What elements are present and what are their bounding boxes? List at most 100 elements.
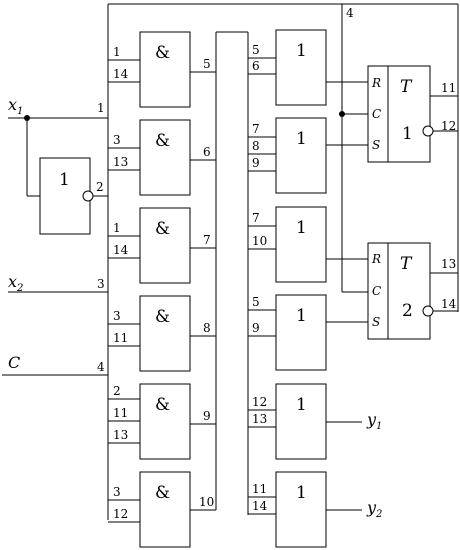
or-gate-box [275, 29, 327, 106]
svg-text:y2: y2 [366, 498, 382, 520]
and-input-number: 13 [113, 428, 128, 442]
or-input-number: 10 [252, 234, 267, 248]
trigger-2-pin-s: S [372, 315, 380, 329]
or-input-number: 5 [252, 295, 260, 309]
and-input-number: 1 [113, 45, 121, 59]
and-output-number: 6 [203, 145, 211, 159]
x1-label: x [8, 95, 17, 114]
y2-label: y [366, 498, 377, 517]
y1-label-sub: 1 [376, 421, 382, 432]
inverter-box [39, 157, 91, 235]
and-gate-box [139, 471, 191, 548]
x1-line-number: 1 [97, 101, 105, 115]
and-input-number: 3 [113, 485, 121, 499]
and-input-number: 13 [113, 155, 128, 169]
trigger-1-pin-s: S [372, 138, 380, 152]
inverter-symbol: 1 [59, 170, 70, 190]
or-input-number: 7 [252, 122, 260, 136]
trigger-1-inv-output-number: 12 [441, 119, 456, 133]
or-gate-symbol: 1 [296, 306, 307, 326]
trigger-2-box [367, 242, 431, 340]
and-gate-box [139, 119, 191, 196]
trigger-1-pin-r: R [371, 76, 381, 90]
or-input-number: 5 [252, 43, 260, 57]
or-gate-symbol: 1 [296, 129, 307, 149]
trigger-2-inv-output-number: 14 [441, 297, 457, 311]
and-input-number: 2 [113, 384, 121, 398]
and-output-number: 7 [203, 233, 211, 247]
and-input-number: 11 [113, 406, 128, 420]
or-gate-box [275, 383, 327, 460]
clock-junction-dot [339, 111, 345, 117]
or-gate: 1 5 6 [248, 29, 327, 106]
or-gate-symbol: 1 [296, 41, 307, 61]
and-gate-symbol: & [155, 219, 170, 239]
trigger-2: R C S T 2 13 14 [326, 242, 458, 340]
or-input-number: 7 [252, 211, 260, 225]
and-gate-box [139, 295, 191, 372]
or-gate-box [275, 117, 327, 194]
inverter: 1 2 [39, 157, 108, 235]
and-input-number: 3 [113, 133, 121, 147]
input-x2: x2 3 [8, 272, 108, 294]
and-input-number: 14 [113, 243, 129, 257]
and-gate: & 2 11 13 9 [108, 383, 216, 460]
svg-text:y1: y1 [366, 410, 382, 432]
or-input-number: 6 [252, 59, 260, 73]
and-input-number: 3 [113, 309, 121, 323]
and-gate-box [139, 383, 191, 460]
and-input-number: 12 [113, 507, 128, 521]
or-gate-symbol: 1 [296, 395, 307, 415]
and-gate-symbol: & [155, 307, 170, 327]
output-y1: y1 [326, 410, 382, 432]
or-gate: 1 5 9 [248, 294, 327, 371]
and-output-number: 10 [199, 495, 214, 509]
input-c: C 4 [2, 353, 108, 376]
or-input-number: 12 [252, 395, 267, 409]
and-gate: & 1 14 5 [108, 31, 216, 108]
or-input-number: 9 [252, 156, 260, 170]
x2-line-number: 3 [97, 277, 105, 291]
trigger-2-pin-c: C [372, 284, 381, 298]
input-x1: x1 1 [8, 95, 108, 197]
x2-label: x [8, 272, 17, 291]
clock-bus-number: 4 [346, 6, 354, 20]
x1-label-sub: 1 [17, 106, 23, 117]
svg-text:x1: x1 [8, 95, 23, 117]
and-input-number: 1 [113, 221, 121, 235]
trigger-1-pin-c: C [372, 107, 381, 121]
trigger-1: R C S T 1 11 12 [326, 65, 458, 163]
y1-label: y [366, 410, 377, 429]
and-gate-symbol: & [155, 395, 170, 415]
and-output-number: 8 [203, 321, 211, 335]
output-y2: y2 [326, 498, 382, 520]
and-output-number: 5 [203, 57, 211, 71]
trigger-2-index: 2 [402, 301, 413, 321]
trigger-1-index: 1 [402, 124, 413, 144]
or-gate-symbol: 1 [296, 483, 307, 503]
inverter-output-number: 2 [96, 180, 104, 194]
trigger-1-box [367, 65, 431, 163]
y2-label-sub: 2 [375, 509, 382, 520]
trigger-1-symbol: T [400, 77, 413, 97]
and-input-number: 14 [113, 67, 129, 81]
and-gate-symbol: & [155, 483, 170, 503]
or-input-number: 9 [252, 321, 260, 335]
or-input-number: 11 [252, 482, 267, 496]
x2-label-sub: 2 [16, 283, 23, 294]
or-gate-box [275, 471, 327, 548]
and-gate-box [139, 207, 191, 284]
and-output-number: 9 [203, 409, 211, 423]
or-input-number: 8 [252, 139, 260, 153]
and-gate-symbol: & [155, 43, 170, 63]
trigger-1-inverted-bubble [422, 125, 434, 137]
svg-text:x2: x2 [8, 272, 23, 294]
trigger-2-symbol: T [400, 254, 413, 274]
or-gate-box [275, 294, 327, 371]
